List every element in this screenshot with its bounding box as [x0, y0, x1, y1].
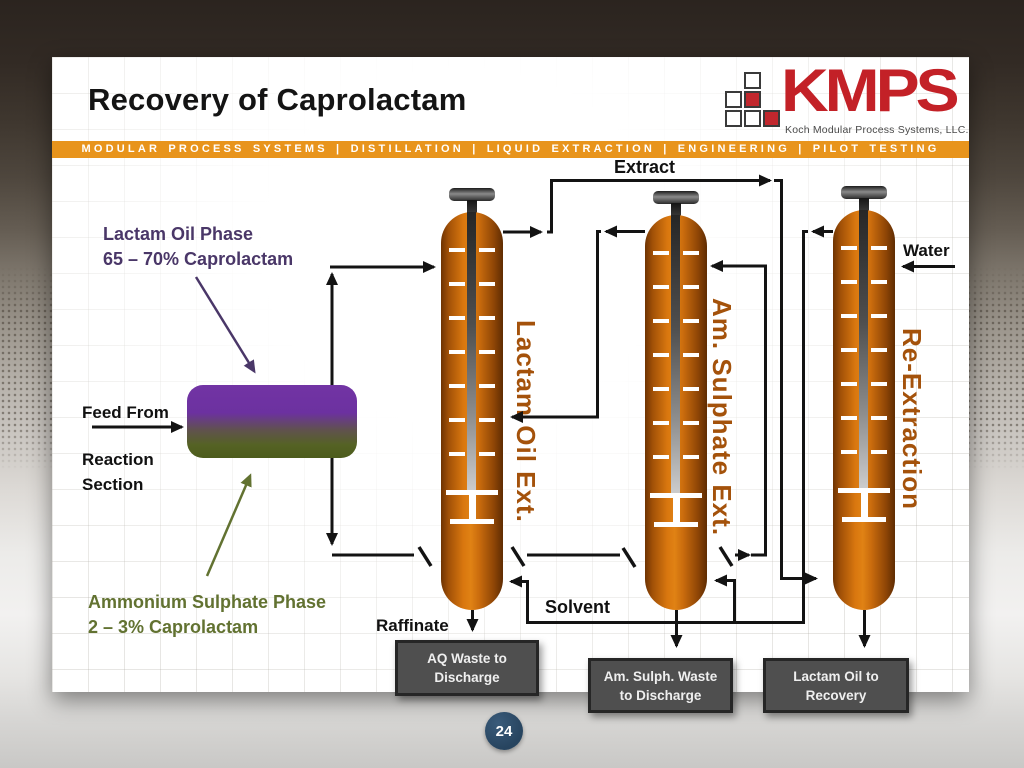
column-bottom-plate	[861, 488, 868, 522]
logo-square-red-icon	[763, 110, 780, 127]
logo-square-icon	[744, 110, 761, 127]
ammonium-phase-label: Ammonium Sulphate Phase 2 – 3% Caprolact…	[88, 592, 327, 637]
column-stage-marks	[683, 251, 699, 465]
column-bottom-plate	[450, 519, 494, 524]
agitator-shaft-top	[671, 203, 681, 223]
extract-stream-label: Extract	[614, 157, 676, 177]
line-solvent-to-col1	[509, 575, 529, 624]
agitator-shaft-top	[467, 200, 477, 220]
column-bottom-plate	[469, 490, 476, 524]
line-extract-b	[547, 174, 772, 234]
arrow-ammonium-phase-pointer	[205, 473, 252, 577]
logo-square-icon	[725, 91, 742, 108]
agitator-shaft	[467, 212, 476, 494]
slide-canvas	[52, 57, 969, 692]
arrow-lactam-phase-pointer	[194, 276, 256, 374]
column-stage-marks	[841, 246, 857, 460]
column-stage-marks	[449, 248, 465, 462]
feed-separator-vessel	[187, 385, 357, 458]
extraction-column-am-sulphate	[645, 215, 707, 610]
agitator-shaft	[859, 210, 868, 492]
agitator-shaft-top	[859, 198, 869, 218]
box-amsulph-waste: Am. Sulph. Waste to Discharge	[588, 658, 733, 713]
box-lactam-recovery: Lactam Oil to Recovery	[763, 658, 909, 713]
extraction-column-re-extraction	[833, 210, 895, 610]
agitator-motor-icon	[449, 188, 495, 201]
pipe-break-ticks	[417, 546, 734, 568]
column-stage-marks	[653, 251, 669, 465]
solvent-stream-label: Solvent	[545, 597, 611, 617]
column-bottom-plate	[673, 493, 680, 527]
column-label-am-sulphate: Am. Sulphate Ext.	[707, 298, 737, 537]
page-title: Recovery of Caprolactam	[88, 82, 467, 117]
column-bottom-plate	[654, 522, 698, 527]
logo-square-icon	[744, 72, 761, 89]
logo-wordmark: KMPS	[781, 55, 960, 124]
page-number-badge: 24	[485, 712, 523, 750]
logo-square-icon	[725, 110, 742, 127]
logo-square-red-icon	[744, 91, 761, 108]
logo-tagline: Koch Modular Process Systems, LLC.	[785, 124, 969, 136]
column-label-re-extraction: Re-Extraction	[897, 328, 927, 511]
feed-from-label: Feed From	[82, 403, 169, 422]
column-stage-marks	[871, 246, 887, 460]
section-label: Section	[82, 475, 144, 494]
line-col2top-b	[510, 230, 601, 423]
raffinate-stream-label: Raffinate	[376, 616, 449, 635]
line-solvent-header	[526, 230, 808, 624]
reaction-label: Reaction	[82, 450, 154, 469]
column-stage-marks	[479, 248, 495, 462]
line-extract-c	[774, 179, 818, 585]
agitator-shaft	[671, 215, 680, 497]
agitator-motor-icon	[841, 186, 887, 199]
box-aq-waste: AQ Waste to Discharge	[395, 640, 539, 696]
extraction-column-lactam-oil	[441, 212, 503, 610]
water-stream-label: Water	[903, 241, 950, 260]
line-solvent-to-col2	[714, 574, 736, 624]
lactam-phase-label: Lactam Oil Phase 65 – 70% Caprolactam	[103, 224, 294, 269]
column-bottom-plate	[842, 517, 886, 522]
services-banner: MODULAR PROCESS SYSTEMS | DISTILLATION |…	[52, 141, 969, 158]
line-col2-recycle-b	[710, 260, 767, 557]
agitator-motor-icon	[653, 191, 699, 204]
